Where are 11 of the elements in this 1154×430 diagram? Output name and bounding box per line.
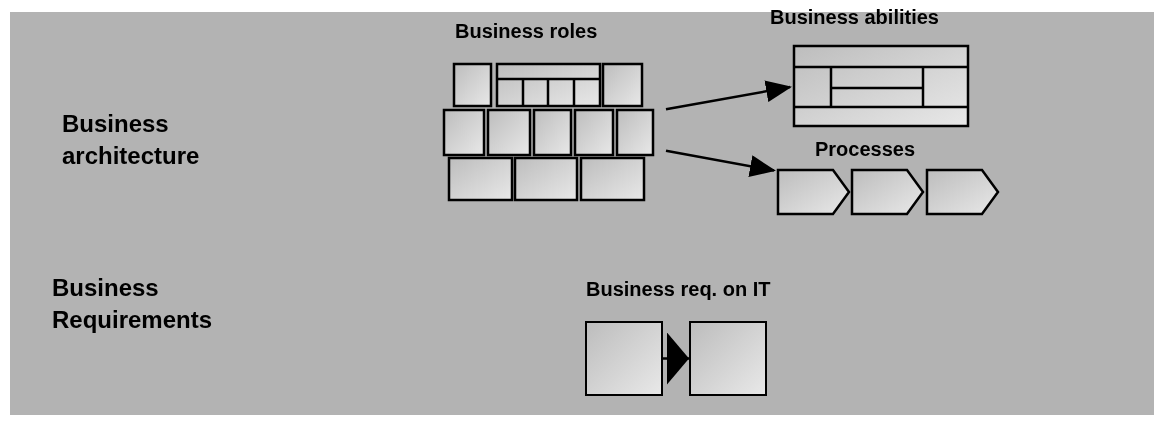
arrow bbox=[665, 149, 776, 177]
group-heading: Business req. on IT bbox=[586, 278, 771, 301]
arrow bbox=[665, 80, 792, 111]
row-label: Business architecture bbox=[62, 109, 201, 171]
triangle-connector bbox=[663, 332, 689, 385]
row-label: Business Requirements bbox=[52, 273, 214, 335]
group-heading: Business roles bbox=[455, 20, 598, 43]
group-heading: Processes bbox=[815, 138, 916, 161]
square-box bbox=[585, 321, 663, 396]
group-heading: Business abilities bbox=[770, 6, 939, 29]
square-box bbox=[689, 321, 767, 396]
